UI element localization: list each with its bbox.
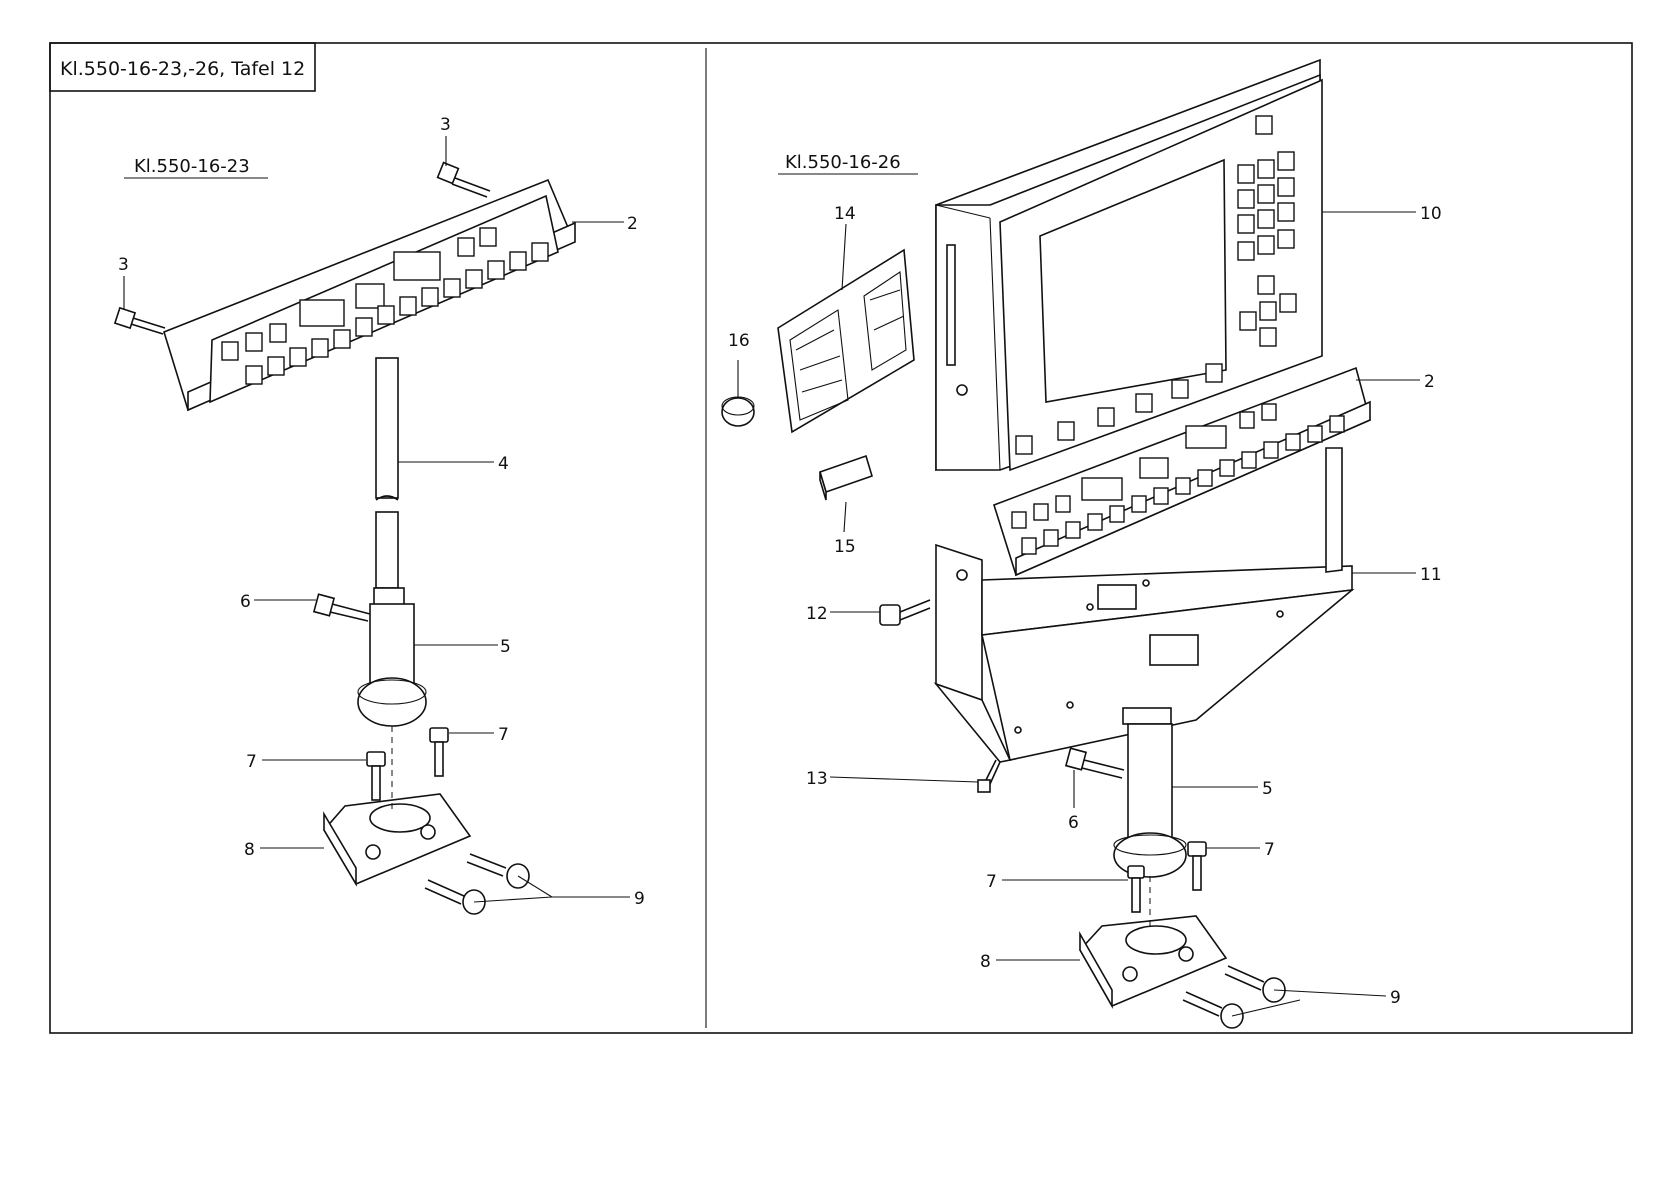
left-callout-2: 2 bbox=[627, 214, 638, 234]
right-callout-16: 16 bbox=[728, 331, 750, 351]
left-sleeve-5 bbox=[357, 587, 427, 727]
right-callout-6: 6 bbox=[1068, 813, 1079, 833]
left-callout-6: 6 bbox=[240, 592, 251, 612]
left-screw-9-a bbox=[466, 853, 530, 889]
right-screw-9-a bbox=[1224, 965, 1286, 1003]
drawing-frame bbox=[49, 42, 1633, 1034]
left-callout-3-top: 3 bbox=[440, 115, 451, 135]
right-heading: Kl.550-16-26 bbox=[785, 152, 901, 173]
left-callout-8: 8 bbox=[244, 840, 255, 860]
right-callout-2: 2 bbox=[1424, 372, 1435, 392]
left-screw-7-a bbox=[366, 751, 386, 801]
right-screw-9-b bbox=[1182, 991, 1244, 1029]
right-keyboard-unit-2 bbox=[993, 366, 1371, 577]
left-callout-7-right: 7 bbox=[498, 725, 509, 745]
left-display-unit bbox=[163, 178, 576, 412]
right-callout-12: 12 bbox=[806, 604, 828, 624]
left-leaders bbox=[123, 136, 630, 903]
right-clamp-8 bbox=[1079, 876, 1228, 1010]
right-callout-7-right: 7 bbox=[1264, 840, 1275, 860]
right-callout-7-left: 7 bbox=[986, 872, 997, 892]
left-callout-9: 9 bbox=[634, 889, 645, 909]
right-label-card-14 bbox=[777, 248, 915, 434]
right-clip-15 bbox=[819, 454, 873, 501]
left-screw-3-top bbox=[436, 161, 491, 198]
right-callout-5: 5 bbox=[1262, 779, 1273, 799]
right-panel: Kl.550-16-26 bbox=[721, 58, 1442, 1029]
right-callout-14: 14 bbox=[834, 204, 856, 224]
right-leaders bbox=[737, 211, 1420, 1017]
right-callout-13: 13 bbox=[806, 769, 828, 789]
right-bracket-11 bbox=[933, 447, 1355, 763]
title-box: Kl.550-16-23,-26, Tafel 12 bbox=[49, 42, 316, 92]
left-clamp-8 bbox=[323, 726, 472, 887]
title-text: Kl.550-16-23,-26, Tafel 12 bbox=[60, 58, 305, 80]
left-heading: Kl.550-16-23 bbox=[134, 156, 250, 177]
left-callout-3-side: 3 bbox=[118, 255, 129, 275]
right-callout-10: 10 bbox=[1420, 204, 1442, 224]
right-screw-7-b bbox=[1187, 841, 1207, 891]
left-screw-7-b bbox=[429, 727, 449, 777]
right-callout-8: 8 bbox=[980, 952, 991, 972]
left-callout-4: 4 bbox=[498, 454, 509, 474]
right-screw-6 bbox=[1064, 747, 1125, 779]
left-panel: Kl.550-16-23 bbox=[113, 115, 645, 915]
right-screw-7-a bbox=[1127, 865, 1145, 913]
right-cap-16 bbox=[721, 396, 755, 427]
right-display-housing-10 bbox=[935, 58, 1323, 472]
left-screw-6 bbox=[312, 593, 371, 622]
left-callout-7-left: 7 bbox=[246, 752, 257, 772]
left-column-4 bbox=[375, 357, 399, 589]
right-screw-12 bbox=[879, 599, 931, 626]
right-callout-11: 11 bbox=[1420, 565, 1442, 585]
right-screw-13 bbox=[977, 759, 1001, 793]
left-screw-3-side bbox=[113, 306, 166, 335]
right-callout-15: 15 bbox=[834, 537, 856, 557]
left-screw-9-b bbox=[424, 879, 486, 915]
left-callout-5: 5 bbox=[500, 637, 511, 657]
right-callout-9: 9 bbox=[1390, 988, 1401, 1008]
